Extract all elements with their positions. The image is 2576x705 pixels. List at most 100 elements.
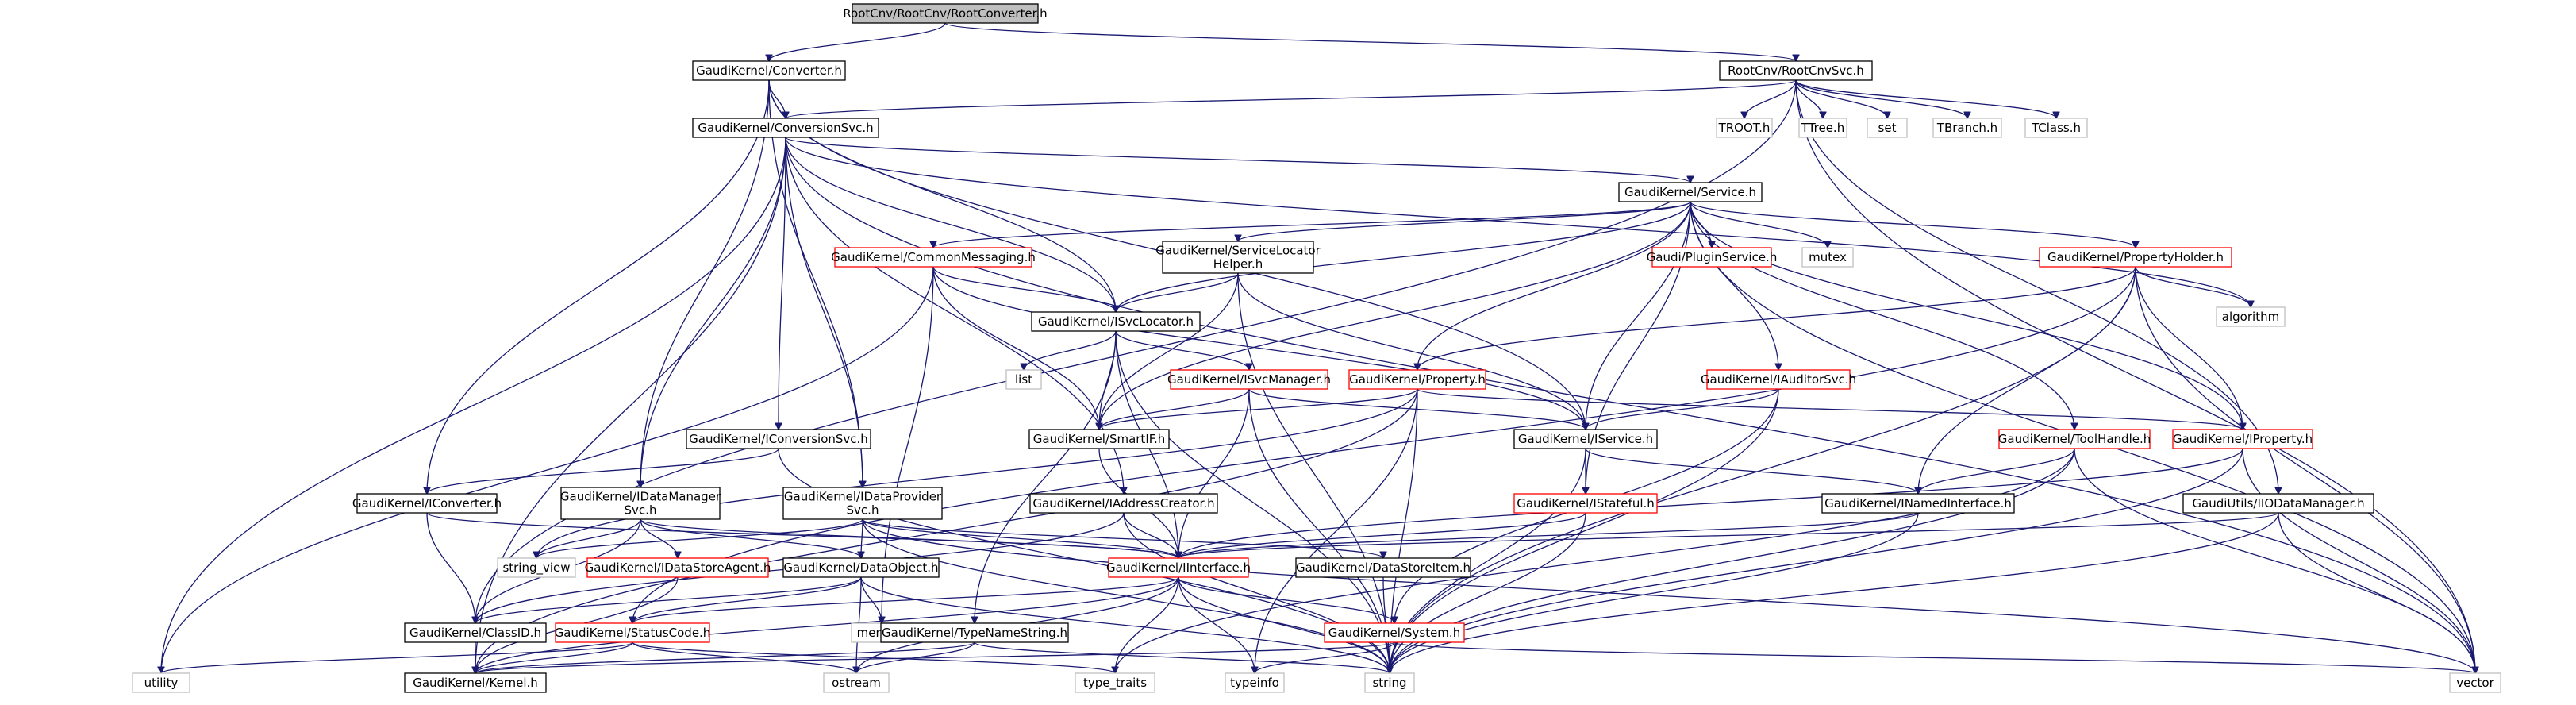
node-label-iaddresscreator: GaudiKernel/IAddressCreator.h: [1032, 496, 1214, 510]
node-istateful[interactable]: GaudiKernel/IStateful.h: [1513, 493, 1658, 514]
node-pluginservice[interactable]: Gaudi/PluginService.h: [1647, 247, 1778, 268]
node-utility: utility: [132, 672, 190, 693]
edge-inamedinterface-to-iinterface: [1178, 512, 1919, 558]
node-label-iconverter: GaudiKernel/IConverter.h: [352, 496, 502, 510]
edge-toolhandle-to-vector: [2074, 448, 2475, 673]
node-isvclocator[interactable]: GaudiKernel/ISvcLocator.h: [1031, 311, 1201, 332]
edge-iconverter-to-classid: [426, 512, 475, 623]
node-box-isvclocator: [1031, 311, 1201, 332]
node-label-kernel: GaudiKernel/Kernel.h: [413, 676, 538, 690]
node-box-tbranch: [1932, 118, 2002, 138]
node-classid[interactable]: GaudiKernel/ClassID.h: [404, 622, 547, 643]
node-box-troot: [1716, 118, 1773, 138]
node-dataobject[interactable]: GaudiKernel/DataObject.h: [782, 557, 940, 578]
node-algorithm: algorithm: [2216, 306, 2286, 327]
node-box-classid: [404, 622, 547, 643]
edge-converter-to-conversionsvc: [768, 79, 786, 118]
node-box-algorithm: [2216, 306, 2286, 327]
node-label-type_traits: type_traits: [1083, 676, 1147, 691]
node-rootcnvsvc[interactable]: RootCnv/RootCnvSvc.h: [1719, 60, 1873, 81]
node-iinterface[interactable]: GaudiKernel/IInterface.h: [1106, 557, 1251, 578]
edge-iodatamanager-to-vector: [2278, 512, 2475, 673]
node-label-dataobject: GaudiKernel/DataObject.h: [783, 561, 938, 575]
node-box-isvcmanager: [1170, 369, 1328, 390]
edge-servicelocatorhelper-to-smartif: [1099, 272, 1239, 430]
node-label-utility: utility: [144, 676, 179, 690]
node-typeinfo: typeinfo: [1225, 672, 1285, 693]
node-inamedinterface[interactable]: GaudiKernel/INamedInterface.h: [1821, 493, 2015, 514]
node-box-root: [852, 3, 1039, 24]
edge-idatamanagersvc-to-idatastoreagent: [640, 518, 678, 558]
node-iproperty[interactable]: GaudiKernel/IProperty.h: [2172, 429, 2313, 449]
node-iservice[interactable]: GaudiKernel/IService.h: [1513, 429, 1658, 449]
edge-service-to-iproperty: [1690, 201, 2243, 430]
edge-iinterface-to-type_traits: [1115, 576, 1179, 673]
node-conversionsvc[interactable]: GaudiKernel/ConversionSvc.h: [692, 118, 879, 138]
edge-service-to-mutex: [1690, 201, 1828, 248]
edge-iservice-to-inamedinterface: [1585, 448, 1918, 494]
node-service[interactable]: GaudiKernel/Service.h: [1618, 182, 1763, 202]
edge-toolhandle-to-string: [1390, 448, 2075, 673]
node-idatastoreagent[interactable]: GaudiKernel/IDataStoreAgent.h: [585, 557, 771, 578]
node-iauditorsvc[interactable]: GaudiKernel/IAuditorSvc.h: [1701, 369, 1856, 390]
node-label-mutex: mutex: [1809, 250, 1847, 264]
edge-system-to-typeinfo: [1255, 641, 1395, 673]
edge-iinterface-to-statuscode: [632, 576, 1179, 624]
node-isvcmanager[interactable]: GaudiKernel/ISvcManager.h: [1167, 369, 1331, 390]
edge-isvclocator-to-list: [1024, 330, 1117, 370]
edge-system-to-kernel: [475, 641, 1395, 673]
node-label-typeinfo: typeinfo: [1230, 676, 1279, 690]
node-iodatamanager[interactable]: GaudiUtils/IIODataManager.h: [2182, 493, 2374, 514]
node-list: list: [1005, 369, 1042, 390]
node-box-istateful: [1513, 493, 1658, 514]
node-box-smartif: [1028, 429, 1170, 449]
edge-conversionsvc-to-service: [785, 137, 1690, 183]
node-box-iservice: [1513, 429, 1658, 449]
node-ttree: TTree.h: [1798, 118, 1847, 138]
node-iconverter[interactable]: GaudiKernel/IConverter.h: [352, 493, 502, 514]
node-propertyholder[interactable]: GaudiKernel/PropertyHolder.h: [2039, 247, 2232, 268]
edge-toolhandle-to-inamedinterface: [1918, 448, 2075, 494]
node-datastoreitem[interactable]: GaudiKernel/DataStoreItem.h: [1295, 557, 1471, 578]
header-nodes: RootCnv/RootCnv/RootConverter.hGaudiKern…: [132, 3, 2501, 693]
edge-iauditorsvc-to-iservice: [1586, 388, 1779, 430]
node-label-propertyholder: GaudiKernel/PropertyHolder.h: [2047, 250, 2224, 264]
node-system[interactable]: GaudiKernel/System.h: [1324, 622, 1465, 643]
node-property[interactable]: GaudiKernel/Property.h: [1348, 369, 1486, 390]
node-label-pluginservice: Gaudi/PluginService.h: [1647, 250, 1778, 264]
node-label-iproperty: GaudiKernel/IProperty.h: [2173, 432, 2313, 446]
edge-commonmessaging-to-utility: [161, 266, 934, 673]
node-box-pluginservice: [1651, 247, 1772, 268]
node-label-vector: vector: [2456, 676, 2494, 690]
node-label-idatamanagersvc-line1: GaudiKernel/IDataManager: [560, 490, 721, 504]
edge-service-to-smartif: [1099, 201, 1691, 430]
edge-property-to-smartif: [1099, 388, 1418, 430]
node-box-type_traits: [1075, 672, 1155, 693]
node-box-iconversionsvc: [686, 429, 871, 449]
node-statuscode[interactable]: GaudiKernel/StatusCode.h: [555, 622, 711, 643]
node-iconversionsvc[interactable]: GaudiKernel/IConversionSvc.h: [686, 429, 871, 449]
edge-propertyholder-to-vector: [2135, 266, 2475, 673]
node-label-typenamestring: GaudiKernel/TypeNameString.h: [882, 626, 1067, 640]
edge-service-to-isvclocator: [1116, 201, 1691, 312]
node-box-utility: [132, 672, 190, 693]
node-label-ostream: ostream: [832, 676, 881, 690]
node-toolhandle[interactable]: GaudiKernel/ToolHandle.h: [1998, 429, 2151, 449]
edge-dataobject-to-classid: [475, 576, 862, 624]
node-commonmessaging[interactable]: GaudiKernel/CommonMessaging.h: [831, 247, 1036, 268]
node-typenamestring[interactable]: GaudiKernel/TypeNameString.h: [880, 622, 1069, 643]
node-kernel[interactable]: GaudiKernel/Kernel.h: [404, 672, 547, 693]
node-iaddresscreator[interactable]: GaudiKernel/IAddressCreator.h: [1029, 493, 1218, 514]
node-converter[interactable]: GaudiKernel/Converter.h: [692, 60, 846, 81]
edge-iproperty-to-vector: [2242, 448, 2475, 673]
node-label-system: GaudiKernel/System.h: [1328, 626, 1460, 640]
node-box-service: [1618, 182, 1763, 202]
edge-conversionsvc-to-isvclocator: [785, 137, 1116, 312]
node-smartif[interactable]: GaudiKernel/SmartIF.h: [1028, 429, 1170, 449]
node-box-tclass: [2024, 118, 2088, 138]
node-box-property: [1348, 369, 1486, 390]
node-label-datastoreitem: GaudiKernel/DataStoreItem.h: [1296, 561, 1471, 575]
